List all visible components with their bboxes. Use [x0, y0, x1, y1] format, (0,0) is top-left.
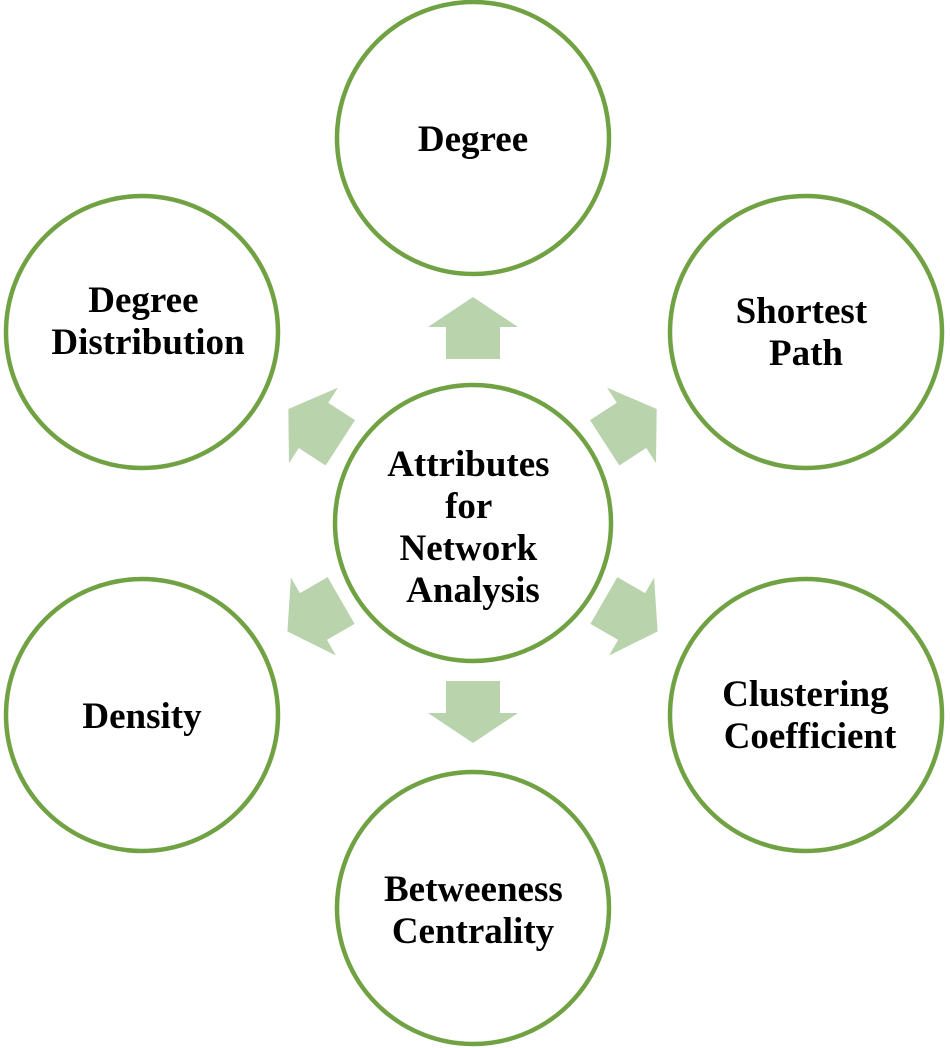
- center-label-line: Attributes: [387, 444, 549, 485]
- arrow-to-degree: [428, 297, 518, 359]
- arrow-to-density: [287, 577, 355, 656]
- node-density-ring: [3, 576, 281, 854]
- node-density-label: Density: [82, 696, 202, 737]
- arrow-to-shortest-path: [589, 387, 657, 466]
- node-degree-distribution-label: Degree Distribution: [51, 280, 245, 363]
- arrows: [287, 297, 658, 743]
- arrow-to-clustering-coefficient: [590, 577, 658, 656]
- arrow-to-betweeness-centrality: [428, 681, 518, 743]
- node-betweeness-centrality-ring: [334, 769, 612, 1047]
- node-betweeness-centrality-label: Betweeness Centrality: [384, 869, 572, 952]
- node-shortest-path-ring: [667, 193, 945, 471]
- node-label-line: Clustering: [722, 674, 889, 715]
- node-label-line: Centrality: [392, 911, 555, 952]
- center-node-ring: [332, 382, 614, 664]
- node-degree: Degree: [334, 0, 612, 277]
- node-degree-distribution-ring: [3, 193, 281, 471]
- node-betweeness-centrality: Betweeness Centrality: [334, 769, 612, 1047]
- center-label-line: Network: [400, 528, 538, 569]
- node-label-line: Density: [82, 696, 202, 737]
- node-degree-distribution: Degree Distribution: [3, 193, 281, 471]
- node-shortest-path: Shortest Path: [667, 193, 945, 471]
- node-degree-label: Degree: [418, 119, 528, 160]
- node-shortest-path-label: Shortest Path: [736, 291, 877, 374]
- node-clustering-coefficient-label: Clustering Coefficient: [722, 674, 898, 757]
- node-degree-ring: [334, 0, 612, 277]
- node-label-line: Coefficient: [724, 716, 897, 757]
- arrow-to-degree-distribution: [288, 387, 356, 466]
- node-clustering-coefficient: Clustering Coefficient: [667, 576, 945, 854]
- node-label-line: Shortest: [736, 291, 868, 332]
- node-label-line: Degree: [418, 119, 528, 160]
- node-label-line: Degree: [88, 280, 198, 321]
- center-node-label: Attributes for Network Analysis: [387, 444, 559, 611]
- center-label-line: for: [445, 486, 492, 527]
- node-density: Density: [3, 576, 281, 854]
- node-label-line: Distribution: [51, 322, 245, 363]
- center-node: Attributes for Network Analysis: [332, 382, 614, 664]
- node-label-line: Betweeness: [384, 869, 563, 910]
- node-label-line: Path: [769, 333, 843, 374]
- center-label-line: Analysis: [406, 570, 540, 611]
- node-clustering-coefficient-ring: [667, 576, 945, 854]
